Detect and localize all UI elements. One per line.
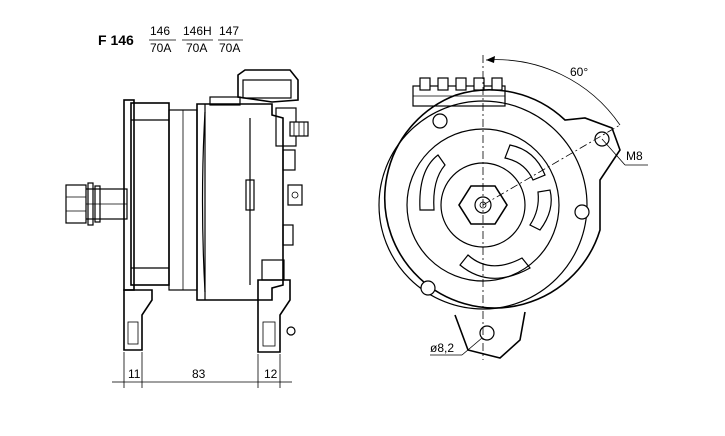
- variant-name-3: 147: [219, 24, 239, 38]
- model-label: F 146: [98, 32, 134, 48]
- variant-current-2: 70A: [186, 41, 207, 55]
- front-view: [378, 55, 621, 360]
- variant-name-2: 146H: [183, 24, 212, 38]
- model-table: F 146 146 70A 146H 70A 147 70A: [98, 24, 243, 55]
- variant-current-1: 70A: [150, 41, 171, 55]
- dim-flange: 11: [128, 367, 141, 381]
- front-annotations: 60° M8 ø8,2: [430, 56, 648, 356]
- variant-current-3: 70A: [219, 41, 240, 55]
- dim-foot: 12: [264, 367, 278, 381]
- dim-body: 83: [192, 367, 206, 381]
- thread-label: M8: [626, 149, 643, 163]
- angle-label: 60°: [570, 65, 588, 79]
- variant-name-1: 146: [150, 24, 170, 38]
- hole-label: ø8,2: [430, 341, 454, 355]
- side-dimensions: 11 83 12: [112, 352, 292, 388]
- side-view: [65, 69, 309, 353]
